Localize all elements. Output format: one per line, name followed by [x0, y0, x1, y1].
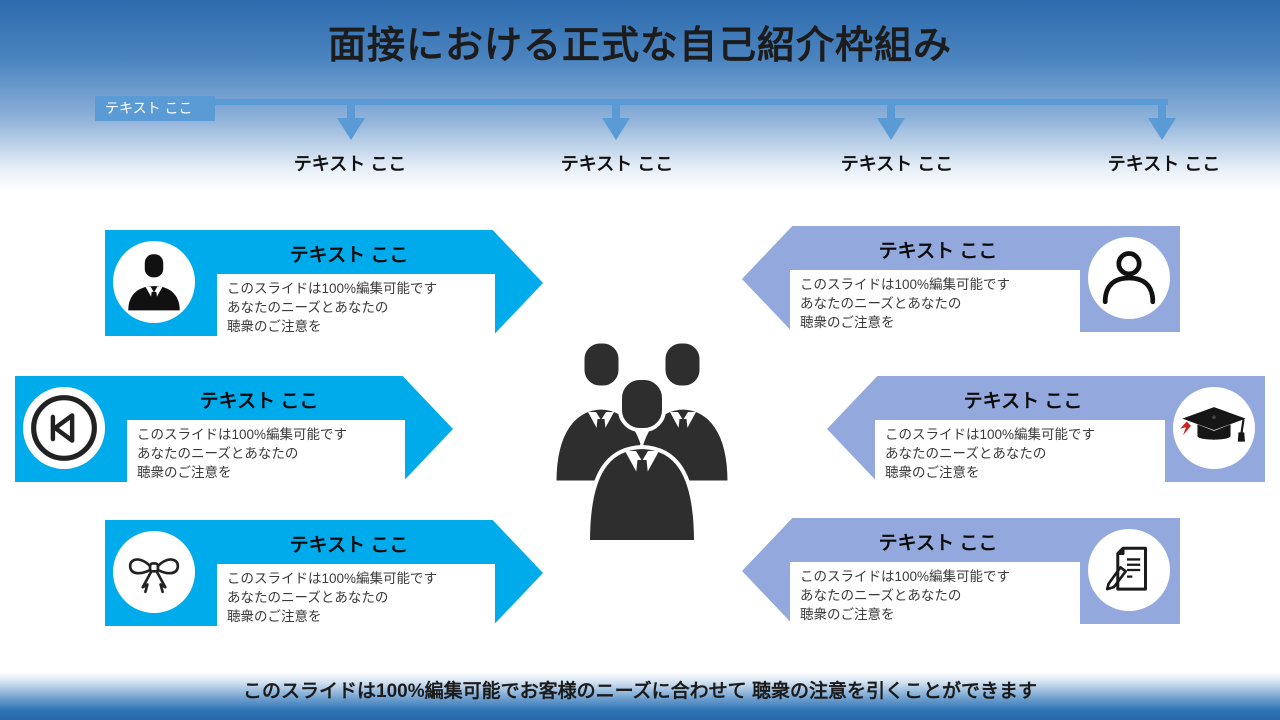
callout-body: このスライドは100%編集可能です あなたのニーズとあなたの 聴衆のご注意を: [790, 562, 1080, 624]
timeline-start-label: テキスト ここ: [95, 96, 215, 121]
timeline-branch-label: テキスト ここ: [840, 154, 954, 174]
slide-title: 面接における正式な自己紹介枠組み: [327, 25, 952, 67]
callout-left-2: テキスト ここ このスライドは100%編集可能です あなたのニーズとあなたの 聴…: [15, 376, 453, 482]
callout-right-2: テキスト ここ このスライドは100%編集可能です あなたのニーズとあなたの 聴…: [827, 376, 1265, 482]
callout-right-3: テキスト ここ このスライドは100%編集可能です あなたのニーズとあなたの 聴…: [742, 518, 1180, 624]
callout-title: テキスト ここ: [878, 241, 998, 262]
callout-body: このスライドは100%編集可能です あなたのニーズとあなたの 聴衆のご注意を: [790, 270, 1080, 332]
skip-start-icon: [23, 387, 105, 469]
down-arrow-icon: [602, 105, 630, 140]
callout-title: テキスト ここ: [963, 391, 1083, 412]
business-team-silhouette: [542, 330, 742, 544]
timeline-branch-label: テキスト ここ: [1107, 154, 1221, 174]
arrow-stem: [887, 105, 895, 118]
down-arrow-icon: [877, 105, 905, 140]
callout-body: このスライドは100%編集可能です あなたのニーズとあなたの 聴衆のご注意を: [217, 564, 495, 626]
callout-title: テキスト ここ: [289, 535, 409, 556]
down-arrow-icon: [1148, 105, 1176, 140]
timeline-branch-label: テキスト ここ: [560, 154, 674, 174]
callout-right-1: テキスト ここ このスライドは100%編集可能です あなたのニーズとあなたの 聴…: [742, 226, 1180, 332]
ribbon-bow-icon: [113, 531, 195, 613]
callout-title: テキスト ここ: [878, 533, 998, 554]
timeline-branch-label: テキスト ここ: [293, 154, 407, 174]
arrow-stem: [1158, 105, 1166, 118]
callout-body: このスライドは100%編集可能です あなたのニーズとあなたの 聴衆のご注意を: [127, 420, 405, 482]
down-arrow-icon: [337, 105, 365, 140]
callout-body: このスライドは100%編集可能です あなたのニーズとあなたの 聴衆のご注意を: [875, 420, 1165, 482]
footer-text: このスライドは100%編集可能でお客様のニーズに合わせて 聴衆の注意を引くことが…: [243, 681, 1037, 702]
arrow-head: [877, 118, 905, 140]
arrow-stem: [347, 105, 355, 118]
arrow-head: [337, 118, 365, 140]
callout-left-3: テキスト ここ このスライドは100%編集可能です あなたのニーズとあなたの 聴…: [105, 520, 543, 626]
graduation-cap-icon: [1173, 387, 1255, 469]
callout-title: テキスト ここ: [289, 245, 409, 266]
arrow-head: [602, 118, 630, 140]
callout-left-1: テキスト ここ このスライドは100%編集可能です あなたのニーズとあなたの 聴…: [105, 230, 543, 336]
timeline-connector-line: [215, 99, 1168, 105]
arrow-head: [1148, 118, 1176, 140]
callout-title: テキスト ここ: [199, 391, 319, 412]
footer-gradient: [0, 672, 1280, 720]
arrow-stem: [612, 105, 620, 118]
document-edit-icon: [1088, 529, 1170, 611]
person-outline-icon: [1088, 237, 1170, 319]
businessman-icon: [113, 241, 195, 323]
callout-body: このスライドは100%編集可能です あなたのニーズとあなたの 聴衆のご注意を: [217, 274, 495, 336]
